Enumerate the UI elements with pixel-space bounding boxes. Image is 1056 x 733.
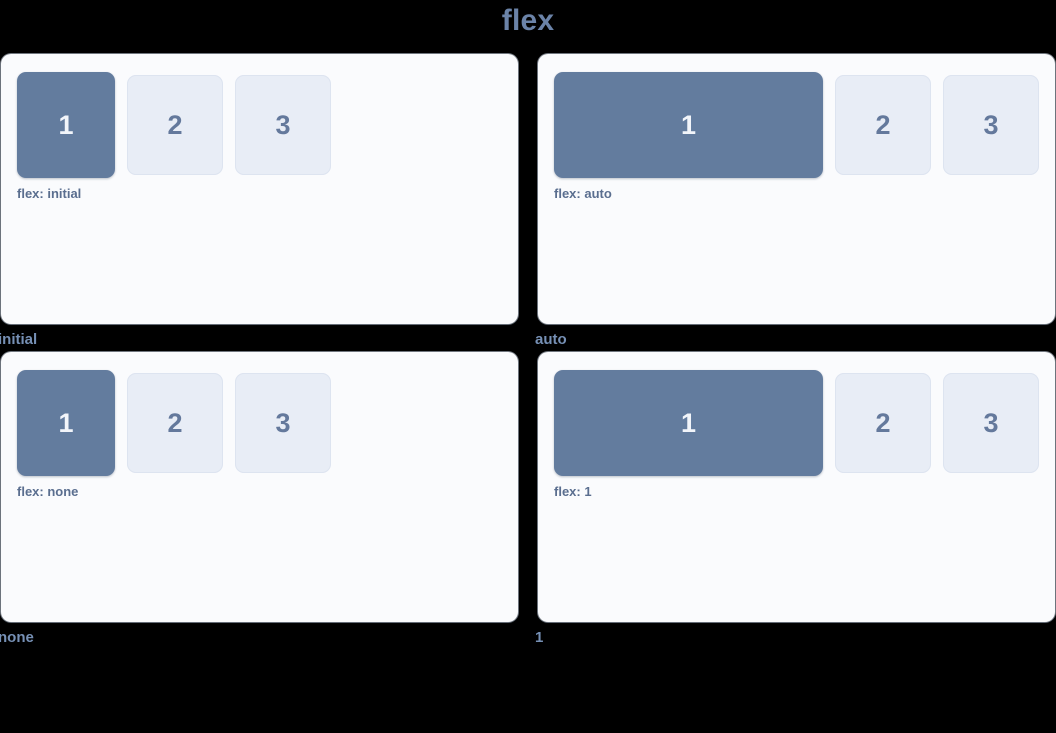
flex-container-initial: 1 2 3: [17, 72, 502, 178]
demo-cell-initial: 1 2 3 flex: initial initial: [0, 54, 518, 349]
flex-box-2: 2: [127, 75, 223, 175]
flex-box-3: 3: [235, 373, 331, 473]
demo-label-initial: initial: [0, 331, 38, 348]
flex-box-1: 1: [554, 370, 823, 476]
flex-box-1: 1: [17, 72, 115, 178]
demo-label-one: 1: [535, 629, 544, 646]
demo-grid: 1 2 3 flex: initial initial 1 2 3 flex: …: [0, 54, 1056, 647]
page-title: flex: [501, 4, 555, 37]
flex-box-3: 3: [943, 75, 1039, 175]
demo-caption-one: flex: 1: [554, 484, 592, 499]
demo-panel-none: 1 2 3 flex: none: [1, 352, 518, 622]
demo-cell-auto: 1 2 3 flex: auto auto: [535, 54, 1055, 349]
demo-caption-auto: flex: auto: [554, 186, 612, 201]
flex-container-one: 1 2 3: [554, 370, 1039, 476]
demo-panel-initial: 1 2 3 flex: initial: [1, 54, 518, 324]
flex-box-1: 1: [554, 72, 823, 178]
demo-panel-one: 1 2 3 flex: 1: [538, 352, 1055, 622]
demo-label-auto: auto: [535, 331, 567, 348]
demo-caption-initial: flex: initial: [17, 186, 82, 201]
flex-box-1: 1: [17, 370, 115, 476]
demo-caption-none: flex: none: [17, 484, 79, 499]
flex-box-3: 3: [235, 75, 331, 175]
demo-panel-auto: 1 2 3 flex: auto: [538, 54, 1055, 324]
demo-cell-one: 1 2 3 flex: 1 1: [535, 352, 1055, 647]
flex-box-2: 2: [127, 373, 223, 473]
flex-box-2: 2: [835, 373, 931, 473]
demo-cell-none: 1 2 3 flex: none none: [0, 352, 518, 647]
flex-box-2: 2: [835, 75, 931, 175]
flex-container-none: 1 2 3: [17, 370, 502, 476]
flex-box-3: 3: [943, 373, 1039, 473]
demo-label-none: none: [0, 629, 34, 646]
flex-container-auto: 1 2 3: [554, 72, 1039, 178]
